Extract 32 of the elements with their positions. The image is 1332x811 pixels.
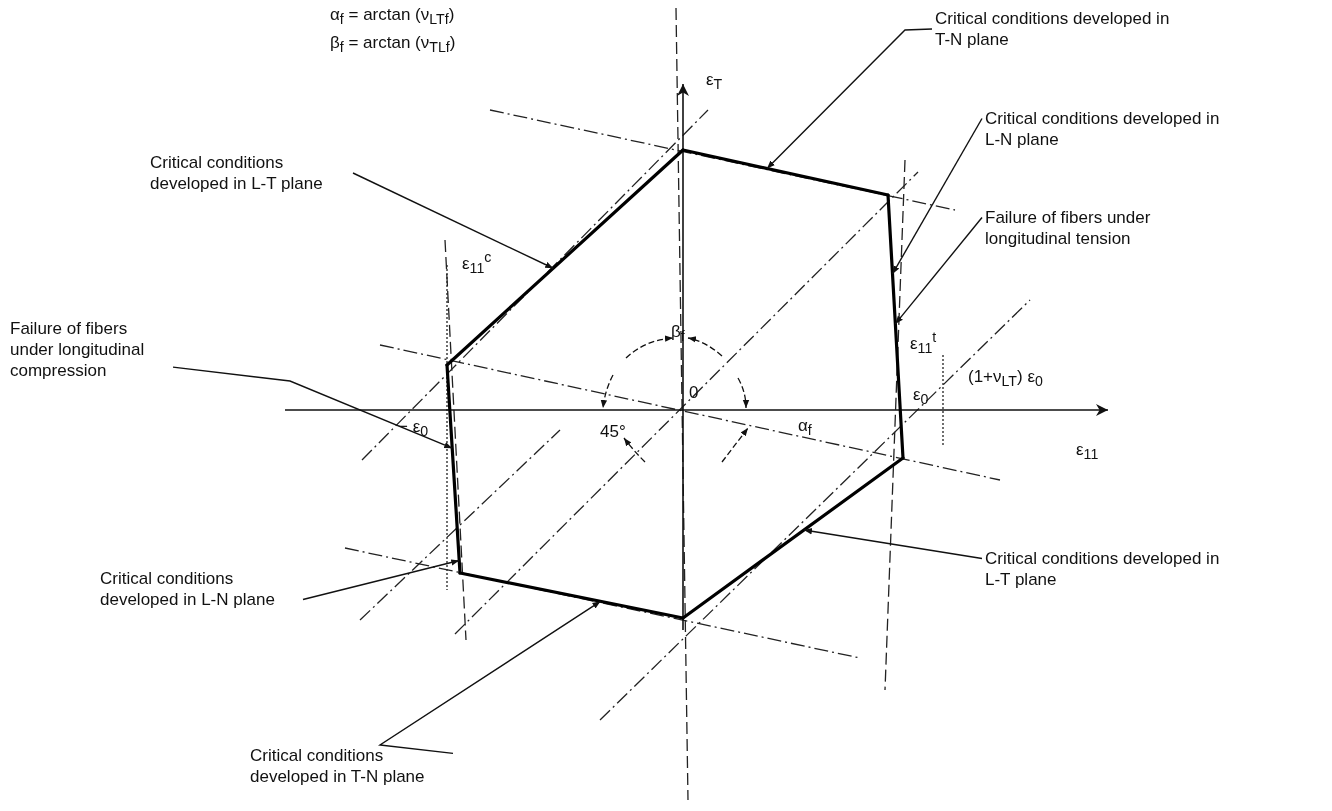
equation: α$_{f}$ = arctan (ν$_{LTf}$) — [330, 5, 455, 30]
origin-label: 0 — [689, 383, 699, 403]
callout-text: Critical conditions developed in T-N plane — [935, 8, 1180, 50]
angle-label: α$_{f}$ — [798, 416, 812, 441]
math-label: ε$_{0}$ — [913, 385, 929, 410]
axis-label: ε$_{11}$ — [1076, 440, 1099, 465]
envelope-segment — [458, 571, 685, 620]
math-label: (1+ν$_{LT}$) ε$_{0}$ — [968, 367, 1043, 392]
callout-text: Critical conditions developed in L-N plane — [100, 568, 300, 610]
callout-text: Critical conditions developed in L-T plane — [985, 548, 1230, 590]
callout-text: Critical conditions developed in L-N plane — [985, 108, 1230, 150]
callout-text: Critical conditions developed in T-N plane — [250, 745, 450, 787]
axis-label: ε$_{T}$ — [706, 70, 723, 95]
envelope-segment — [886, 193, 905, 460]
leader-line — [352, 172, 554, 269]
leader-line — [302, 559, 460, 601]
callout-text: Failure of fibers under longitudinal tension — [985, 207, 1195, 249]
leader-line — [803, 528, 983, 560]
leader-line — [172, 366, 453, 449]
envelope-segment — [681, 148, 890, 197]
leader-line — [378, 600, 602, 755]
leader-line — [894, 216, 983, 325]
envelope-segment — [445, 148, 685, 367]
angle-label: β$_{f}$ — [671, 322, 685, 347]
envelope-segment — [445, 363, 462, 575]
leader-line — [891, 117, 983, 275]
equation: β$_{f}$ = arctan (ν$_{TLf}$) — [330, 33, 456, 58]
callout-text: Failure of fibers under longitudinal compression — [10, 318, 170, 381]
angle-label: 45° — [600, 422, 626, 442]
callout-text: Critical conditions developed in L-T plane — [150, 152, 350, 194]
envelope-segment — [681, 456, 905, 620]
leader-line — [766, 28, 933, 170]
